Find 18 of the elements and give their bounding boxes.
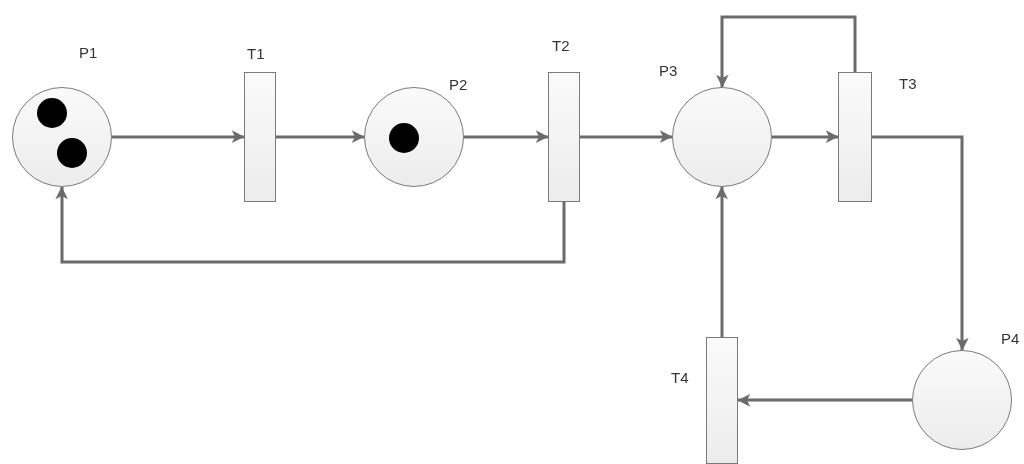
place-label: P3 bbox=[659, 62, 678, 80]
arc-arrow bbox=[464, 130, 549, 143]
arc-arrow bbox=[716, 15, 857, 88]
place-label: P2 bbox=[449, 76, 468, 94]
place-label: P1 bbox=[79, 44, 98, 62]
transition-label: T4 bbox=[671, 369, 689, 387]
arc-arrow bbox=[580, 130, 673, 143]
transition-label: T2 bbox=[552, 37, 570, 55]
arc-arrow bbox=[276, 130, 365, 143]
arc-arrow bbox=[737, 394, 912, 407]
arc-arrow bbox=[55, 186, 566, 264]
arc-arrow bbox=[715, 186, 728, 337]
arc-arrow bbox=[872, 135, 969, 351]
place-label: P4 bbox=[1001, 330, 1020, 348]
transition-label: T1 bbox=[247, 45, 265, 63]
arc-arrow bbox=[772, 130, 839, 143]
transition-label: T3 bbox=[899, 75, 917, 93]
arc-arrow bbox=[112, 130, 245, 143]
